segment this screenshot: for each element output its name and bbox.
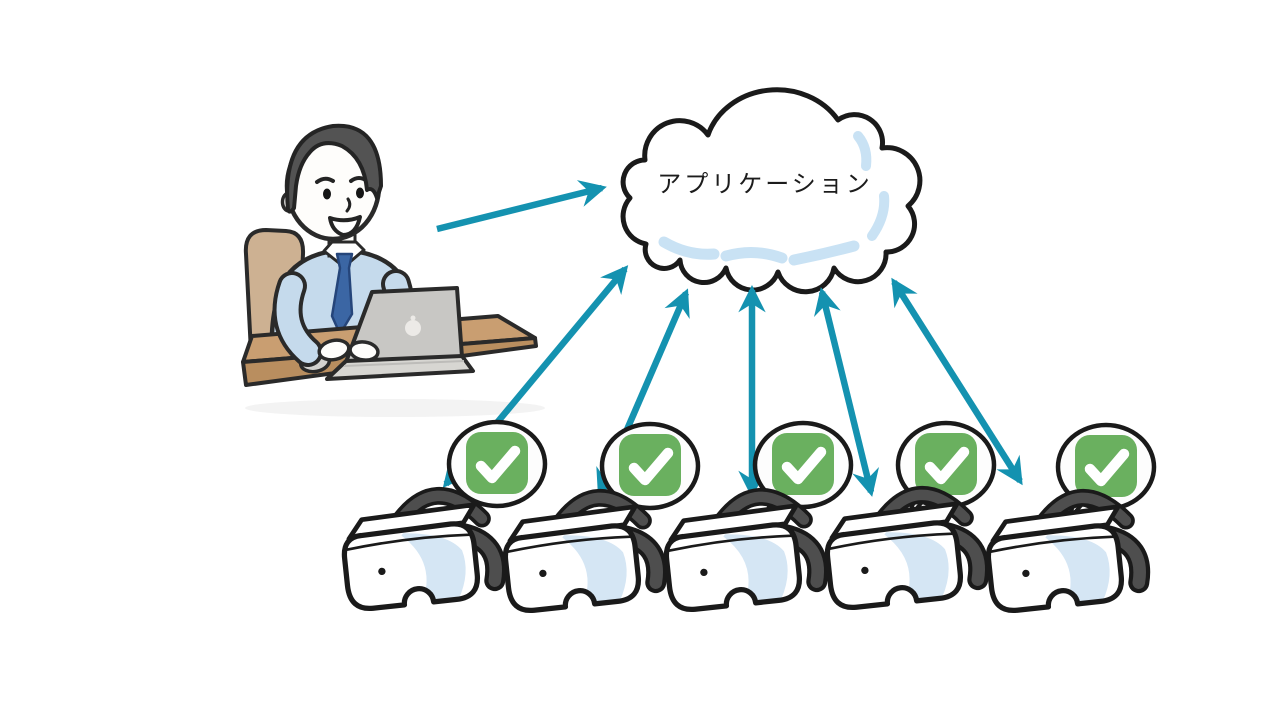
arrow-cloud-device-5: [891, 277, 1023, 486]
laptop-logo-stem: [410, 315, 416, 321]
person-left-hand: [317, 338, 351, 362]
person-left-sleeve: [276, 275, 319, 363]
person-eyebrow-left: [315, 176, 335, 184]
person-right-hand: [348, 340, 380, 362]
arrow-cloud-device-4: [814, 287, 879, 497]
laptop-base: [325, 354, 475, 381]
vr-headset-3: [661, 492, 821, 614]
person-mouth: [328, 215, 362, 237]
vr-headset-2: [500, 493, 660, 615]
person-at-laptop-illustration: [241, 123, 545, 417]
cloud-shading: [658, 131, 890, 266]
person-hair: [285, 123, 383, 214]
person-nose: [345, 197, 352, 213]
vr-headset-5: [983, 493, 1143, 615]
vr-headset-4: [822, 490, 982, 612]
tie: [330, 252, 354, 336]
person-eye-left: [323, 188, 331, 200]
vr-headsets: [339, 490, 1143, 615]
cloud-application: アプリケーション: [620, 87, 923, 295]
cloud-label: アプリケーション: [657, 171, 873, 198]
vr-headset-1: [339, 491, 499, 613]
arrow-user-to-cloud: [436, 180, 607, 233]
connection-arrows: [436, 180, 1023, 498]
laptop-logo: [405, 320, 421, 336]
cloud-shape: [620, 87, 923, 295]
person-eye-right: [356, 187, 364, 199]
